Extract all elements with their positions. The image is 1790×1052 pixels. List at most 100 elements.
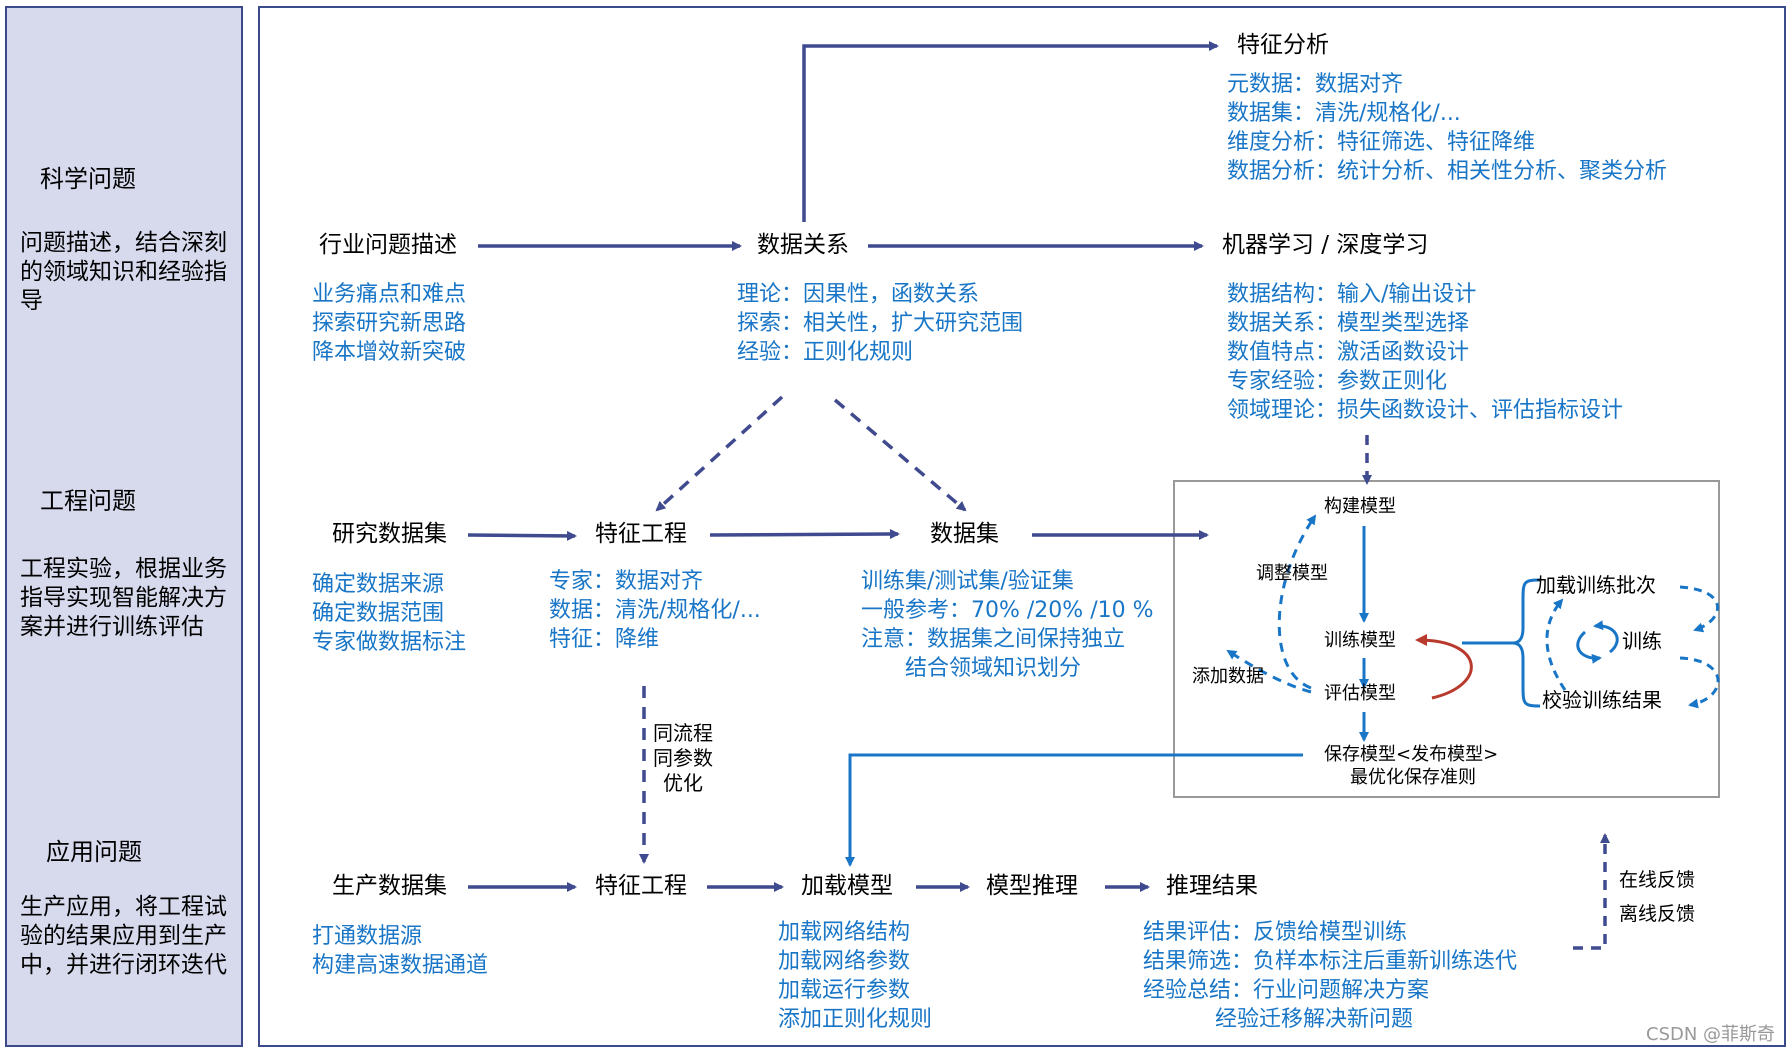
watermark: CSDN @菲斯奇 [1646, 1024, 1776, 1045]
check-result: 校验训练结果 [1542, 688, 1662, 712]
ml-title: 机器学习 / 深度学习 [1222, 232, 1429, 258]
engineering-title: 工程问题 [40, 487, 136, 515]
ml-line: 数值特点：激活函数设计 [1227, 340, 1470, 365]
loop-bottom [1679, 656, 1720, 709]
inference-title: 模型推理 [986, 873, 1078, 899]
industry-lines: 业务痛点和难点 探索研究新思路 降本增效新突破 [312, 280, 466, 367]
arrow-save-load [845, 753, 1303, 867]
dataset-line: 结合领域知识划分 [905, 656, 1082, 681]
research-line: 确定数据范围 [312, 601, 445, 626]
load-batch: 加载训练批次 [1536, 573, 1656, 597]
research-lines: 确定数据来源 确定数据范围 专家做数据标注 [312, 570, 466, 657]
model-box [1173, 480, 1720, 798]
ml-line: 数据关系：模型类型选择 [1227, 311, 1470, 336]
load-model-line: 加载网络参数 [778, 949, 911, 974]
dataset-line: 训练集/测试集/验证集 [861, 569, 1074, 594]
science-title: 科学问题 [40, 165, 136, 193]
dataset-lines: 训练集/测试集/验证集 一般参考：70% /20% /10 % 注意：数据集之间… [861, 567, 1154, 683]
production-line: 构建高速数据通道 [312, 953, 489, 978]
arrow-feedback [1573, 833, 1610, 950]
dataset-line: 一般参考：70% /20% /10 % [861, 598, 1154, 623]
offline-feedback: 离线反馈 [1619, 903, 1696, 925]
feature-analysis-title: 特征分析 [1237, 32, 1329, 58]
feature-analysis-lines: 元数据：数据对齐 数据集：清洗/规格化/... 维度分析：特征筛选、特征降维 数… [1227, 70, 1667, 186]
main-panel [258, 6, 1786, 1047]
train-circle-a [1576, 630, 1602, 664]
load-model-line: 加载网络结构 [778, 920, 911, 945]
application-title: 应用问题 [46, 838, 142, 866]
ml-line: 数据结构：输入/输出设计 [1227, 282, 1477, 307]
production-lines: 打通数据源 构建高速数据通道 [312, 922, 488, 980]
save-rule: 最优化保存准则 [1350, 767, 1476, 788]
result-line: 结果评估：反馈给模型训练 [1143, 920, 1408, 945]
dataset-title: 数据集 [930, 521, 999, 547]
science-desc: 问题描述，结合深刻的领域知识和经验指导 [20, 230, 227, 314]
loop-left [1545, 598, 1567, 691]
feature-eng-line: 特征：降维 [549, 627, 660, 652]
same-flow-line: 同参数 [653, 746, 713, 770]
relation-title: 数据关系 [757, 232, 849, 258]
train-circle-b [1593, 620, 1619, 654]
build-model: 构建模型 [1324, 496, 1396, 517]
research-line: 专家做数据标注 [312, 630, 467, 655]
arrow-eval-train-red [1415, 634, 1473, 700]
research-line: 确定数据来源 [312, 572, 445, 597]
feature-analysis-line: 元数据：数据对齐 [1227, 72, 1404, 97]
online-feedback: 在线反馈 [1619, 869, 1696, 891]
arrow-feature-dataset [709, 529, 900, 540]
load-model-title: 加载模型 [801, 873, 893, 899]
dataset-line: 注意：数据集之间保持独立 [861, 627, 1126, 652]
arrow-relation-dataset [833, 398, 967, 512]
feature-eng-3-title: 特征工程 [595, 873, 687, 899]
ml-lines: 数据结构：输入/输出设计 数据关系：模型类型选择 数值特点：激活函数设计 专家经… [1227, 280, 1623, 425]
engineering-desc: 工程实验，根据业务指导实现智能解决方案并进行训练评估 [20, 556, 227, 640]
same-flow-line: 优化 [663, 771, 703, 795]
ml-line: 领域理论：损失函数设计、评估指标设计 [1227, 398, 1624, 423]
application-desc: 生产应用，将工程试验的结果应用到生产中，并进行闭环迭代 [20, 894, 227, 978]
feature-eng-lines: 专家：数据对齐 数据：清洗/规格化/... 特征：降维 [549, 567, 761, 654]
load-model-line: 加载运行参数 [778, 978, 911, 1003]
feature-eng-line: 数据：清洗/规格化/... [549, 598, 761, 623]
feature-eng-line: 专家：数据对齐 [549, 569, 704, 594]
load-model-lines: 加载网络结构 加载网络参数 加载运行参数 添加正则化规则 [778, 918, 932, 1034]
train-model: 训练模型 [1324, 630, 1396, 651]
arrow-research-feature [467, 530, 577, 541]
arrow-add-data [1226, 649, 1312, 694]
industry-title: 行业问题描述 [319, 232, 457, 258]
arrow-adjust [1277, 514, 1317, 690]
save-model: 保存模型<发布模型> [1324, 744, 1499, 765]
production-title: 生产数据集 [332, 873, 447, 899]
research-title: 研究数据集 [332, 521, 447, 547]
same-flow-line: 同流程 [653, 721, 713, 745]
industry-line: 探索研究新思路 [312, 311, 467, 336]
result-line: 经验迁移解决新问题 [1215, 1007, 1414, 1032]
eval-model: 评估模型 [1324, 683, 1396, 704]
industry-line: 业务痛点和难点 [312, 282, 467, 307]
ml-line: 专家经验：参数正则化 [1227, 369, 1448, 394]
feature-analysis-line: 数据集：清洗/规格化/... [1227, 101, 1461, 126]
adjust-model: 调整模型 [1256, 563, 1328, 584]
feature-analysis-line: 维度分析：特征筛选、特征降维 [1227, 130, 1536, 155]
arrow-relation-feature-eng [655, 395, 784, 512]
brace [1512, 578, 1541, 708]
result-title: 推理结果 [1166, 873, 1258, 899]
relation-line: 探索：相关性，扩大研究范围 [737, 311, 1024, 336]
left-panel [5, 6, 243, 1047]
feature-eng-title: 特征工程 [595, 521, 687, 547]
relation-lines: 理论：因果性，函数关系 探索：相关性，扩大研究范围 经验：正则化规则 [737, 280, 1023, 367]
relation-line: 经验：正则化规则 [737, 340, 914, 365]
result-lines: 结果评估：反馈给模型训练 结果筛选：负样本标注后重新训练迭代 经验总结：行业问题… [1143, 918, 1517, 1034]
train-loop: 训练 [1622, 629, 1662, 653]
arrow-relation-feature [802, 41, 1219, 222]
add-data: 添加数据 [1192, 666, 1264, 687]
result-line: 经验总结：行业问题解决方案 [1143, 978, 1430, 1003]
load-model-line: 添加正则化规则 [778, 1007, 933, 1032]
result-line: 结果筛选：负样本标注后重新训练迭代 [1143, 949, 1518, 974]
same-flow-label: 同流程 同参数 优化 [653, 721, 713, 796]
industry-line: 降本增效新突破 [312, 340, 467, 365]
relation-line: 理论：因果性，函数关系 [737, 282, 980, 307]
production-line: 打通数据源 [312, 924, 423, 949]
loop-top [1679, 585, 1720, 633]
feature-analysis-line: 数据分析：统计分析、相关性分析、聚类分析 [1227, 159, 1668, 184]
